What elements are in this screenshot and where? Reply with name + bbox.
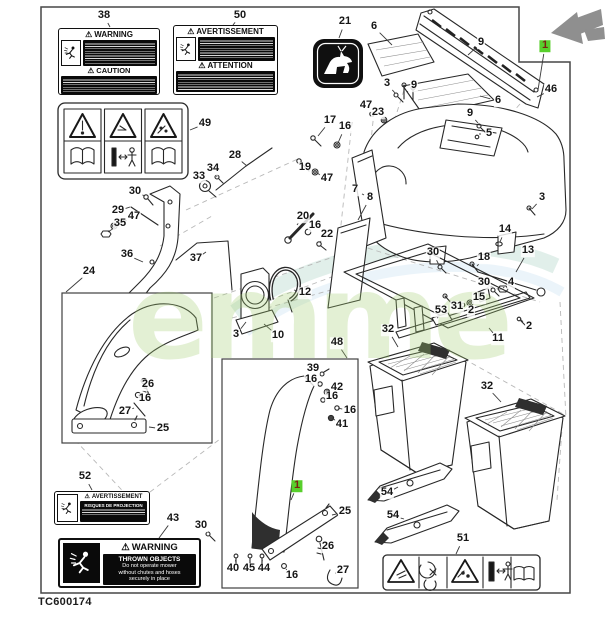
thrown-objects-pictogram (176, 37, 196, 61)
callout-leader-lines (65, 22, 545, 574)
attention-text-block (176, 71, 275, 92)
warning-triangle-icon: ⚠ (187, 27, 195, 36)
sticker-52-title: AVERTISSEMENT (91, 494, 143, 500)
caution-text-block (61, 75, 157, 94)
sticker-50-avertissement-title: AVERTISSEMENT (196, 27, 264, 36)
sticker-38-caution-title: CAUTION (96, 66, 131, 75)
sticker-43-line: Do not operate mower (122, 563, 177, 570)
sticker-risques-projection: ⚠AVERTISSEMENT RISQUES DE PROJECTION (54, 491, 150, 525)
sticker-49-pictograms (57, 102, 189, 180)
sticker-52-heading: RISQUES DE PROJECTION (84, 503, 143, 508)
warning-text-block (83, 40, 157, 66)
collection-bin-rear (464, 397, 566, 530)
mesh-panel-upper (367, 33, 435, 77)
sticker-50-attention-title: ATTENTION (207, 61, 253, 70)
collection-bin-front (367, 341, 469, 474)
avertissement-text-block (198, 37, 275, 61)
highlighted-callout-1[interactable]: 1 (539, 40, 551, 52)
sticker-51-pictograms (382, 554, 541, 591)
sticker-warning-caution: ⚠WARNING ⚠CAUTION (58, 28, 160, 95)
ring-bracket (235, 266, 301, 335)
thrown-objects-pictogram (63, 543, 100, 583)
diagram-border (40, 6, 571, 594)
back-arrow-icon[interactable] (551, 9, 605, 44)
inset-box-24 (61, 292, 213, 444)
mower-blade-2 (374, 504, 460, 546)
sticker-43-line: without chutes and hoses (118, 569, 181, 576)
bagger-hood (363, 103, 567, 265)
warning-triangle-icon: ⚠ (84, 494, 90, 500)
warning-triangle-icon: ⚠ (85, 30, 93, 39)
thrown-objects-pictogram (57, 494, 78, 522)
highlighted-callout-1[interactable]: 1 (291, 480, 303, 492)
drawing-code: TC600174 (38, 596, 92, 608)
warning-triangle-icon: ⚠ (121, 542, 130, 553)
sticker-38-warning-title: WARNING (94, 30, 133, 39)
front-plate (327, 217, 371, 309)
sticker-43-heading: THROWN OBJECTS (118, 555, 181, 563)
warning-triangle-icon: ⚠ (87, 66, 95, 75)
rear-panel (415, 8, 545, 109)
john-deere-logo (313, 39, 363, 88)
sticker-avertissement-attention: ⚠AVERTISSEMENT ⚠ATTENTION (173, 25, 278, 95)
sticker-thrown-objects: ⚠WARNING THROWN OBJECTS Do not operate m… (58, 538, 201, 588)
inset-box-48 (205, 358, 359, 589)
thrown-objects-pictogram (61, 40, 81, 66)
sticker-43-title: WARNING (131, 542, 178, 553)
warning-triangle-icon: ⚠ (198, 61, 206, 70)
sticker-43-line: securely in place (129, 576, 170, 583)
